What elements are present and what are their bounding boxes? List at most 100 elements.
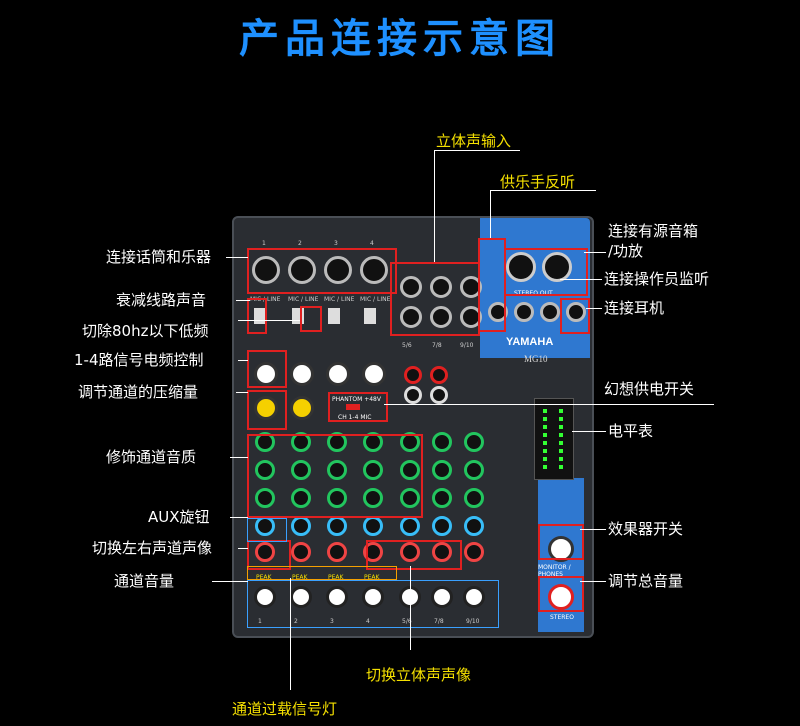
line-input-jack[interactable] bbox=[460, 276, 482, 298]
monitor-phones-knob[interactable] bbox=[548, 536, 574, 562]
callout-line bbox=[434, 150, 520, 151]
eq-low-knob[interactable] bbox=[432, 488, 452, 508]
xlr-combo-jack[interactable] bbox=[360, 256, 388, 284]
aux-knob[interactable] bbox=[327, 516, 347, 536]
xlr-combo-jack[interactable] bbox=[288, 256, 316, 284]
level-knob[interactable] bbox=[290, 586, 312, 608]
level-knob[interactable] bbox=[362, 586, 384, 608]
channel-number: 2 bbox=[298, 240, 302, 247]
callout-label: 切换立体声声像 bbox=[366, 666, 472, 684]
monitor-out-jack[interactable] bbox=[540, 302, 560, 322]
callout-label: 1-4路信号电频控制 bbox=[74, 351, 204, 369]
line-input-jack[interactable] bbox=[400, 276, 422, 298]
stereo-out-label: STEREO OUT bbox=[514, 290, 553, 297]
level-channel-label: 4 bbox=[366, 618, 370, 625]
mic-line-label: MIC / LINE bbox=[360, 296, 391, 303]
comp-knob[interactable] bbox=[290, 396, 314, 420]
stereo-out-xlr-l[interactable] bbox=[506, 252, 536, 282]
comp-knob[interactable] bbox=[254, 396, 278, 420]
callout-label: 修饰通道音质 bbox=[106, 448, 197, 466]
callout-line bbox=[580, 581, 606, 582]
meter-led-column bbox=[543, 409, 547, 469]
gain-knob[interactable] bbox=[326, 362, 350, 386]
eq-mid-knob[interactable] bbox=[291, 460, 311, 480]
aux-knob[interactable] bbox=[400, 516, 420, 536]
eq-low-knob[interactable] bbox=[291, 488, 311, 508]
callout-label: AUX旋钮 bbox=[148, 508, 210, 526]
level-meter bbox=[534, 398, 574, 480]
eq-low-knob[interactable] bbox=[255, 488, 275, 508]
xlr-combo-jack[interactable] bbox=[324, 256, 352, 284]
eq-mid-knob[interactable] bbox=[464, 460, 484, 480]
pan-knob[interactable] bbox=[400, 542, 420, 562]
rca-jack-left[interactable] bbox=[430, 386, 448, 404]
line-channel-label: 7/8 bbox=[432, 342, 442, 349]
pan-knob[interactable] bbox=[255, 542, 275, 562]
eq-high-knob[interactable] bbox=[363, 432, 383, 452]
eq-high-knob[interactable] bbox=[291, 432, 311, 452]
phantom-switch[interactable] bbox=[346, 404, 360, 410]
eq-low-knob[interactable] bbox=[400, 488, 420, 508]
eq-mid-knob[interactable] bbox=[363, 460, 383, 480]
eq-mid-knob[interactable] bbox=[327, 460, 347, 480]
level-channel-label: 2 bbox=[294, 618, 298, 625]
callout-label: 幻想供电开关 bbox=[604, 380, 695, 398]
eq-low-knob[interactable] bbox=[363, 488, 383, 508]
xlr-combo-jack[interactable] bbox=[252, 256, 280, 284]
model-name: MG10 bbox=[524, 354, 548, 364]
eq-mid-knob[interactable] bbox=[400, 460, 420, 480]
eq-mid-knob[interactable] bbox=[432, 460, 452, 480]
aux-knob[interactable] bbox=[363, 516, 383, 536]
line-input-jack[interactable] bbox=[460, 306, 482, 328]
callout-line bbox=[238, 548, 248, 549]
callout-line bbox=[586, 308, 602, 309]
master-level-knob[interactable] bbox=[548, 584, 574, 610]
pan-knob[interactable] bbox=[363, 542, 383, 562]
mic-line-label: MIC / LINE bbox=[324, 296, 355, 303]
eq-mid-knob[interactable] bbox=[255, 460, 275, 480]
gain-knob[interactable] bbox=[362, 362, 386, 386]
phones-jack[interactable] bbox=[566, 302, 586, 322]
pan-knob[interactable] bbox=[432, 542, 452, 562]
line-input-jack[interactable] bbox=[430, 276, 452, 298]
eq-high-knob[interactable] bbox=[400, 432, 420, 452]
aux-knob[interactable] bbox=[464, 516, 484, 536]
callout-box-fx bbox=[538, 524, 584, 560]
callout-label: 通道过载信号灯 bbox=[232, 700, 338, 718]
line-input-jack[interactable] bbox=[430, 306, 452, 328]
level-knob[interactable] bbox=[326, 586, 348, 608]
level-knob[interactable] bbox=[254, 586, 276, 608]
pan-knob[interactable] bbox=[327, 542, 347, 562]
pad-switch[interactable] bbox=[364, 308, 376, 324]
aux-knob[interactable] bbox=[291, 516, 311, 536]
stereo-out-xlr-r[interactable] bbox=[542, 252, 572, 282]
eq-high-knob[interactable] bbox=[464, 432, 484, 452]
eq-high-knob[interactable] bbox=[255, 432, 275, 452]
eq-high-knob[interactable] bbox=[327, 432, 347, 452]
callout-line bbox=[490, 190, 596, 191]
level-knob[interactable] bbox=[431, 586, 453, 608]
pad-switch[interactable] bbox=[328, 308, 340, 324]
rca-jack-right[interactable] bbox=[404, 366, 422, 384]
callout-box-phantom bbox=[328, 392, 388, 422]
callout-line bbox=[572, 431, 606, 432]
gain-knob[interactable] bbox=[254, 362, 278, 386]
callout-line bbox=[434, 150, 435, 262]
aux-knob[interactable] bbox=[432, 516, 452, 536]
callout-box-phones bbox=[560, 298, 590, 334]
pan-knob[interactable] bbox=[464, 542, 484, 562]
monitor-out-jack[interactable] bbox=[488, 302, 508, 322]
callout-line bbox=[236, 392, 248, 393]
callout-line bbox=[226, 257, 248, 258]
line-input-jack[interactable] bbox=[400, 306, 422, 328]
rca-jack-left[interactable] bbox=[404, 386, 422, 404]
monitor-out-jack[interactable] bbox=[514, 302, 534, 322]
rca-jack-right[interactable] bbox=[430, 366, 448, 384]
eq-low-knob[interactable] bbox=[464, 488, 484, 508]
gain-knob[interactable] bbox=[290, 362, 314, 386]
pan-knob[interactable] bbox=[291, 542, 311, 562]
eq-high-knob[interactable] bbox=[432, 432, 452, 452]
level-knob[interactable] bbox=[463, 586, 485, 608]
eq-low-knob[interactable] bbox=[327, 488, 347, 508]
callout-box-stereo-pan bbox=[366, 540, 462, 570]
